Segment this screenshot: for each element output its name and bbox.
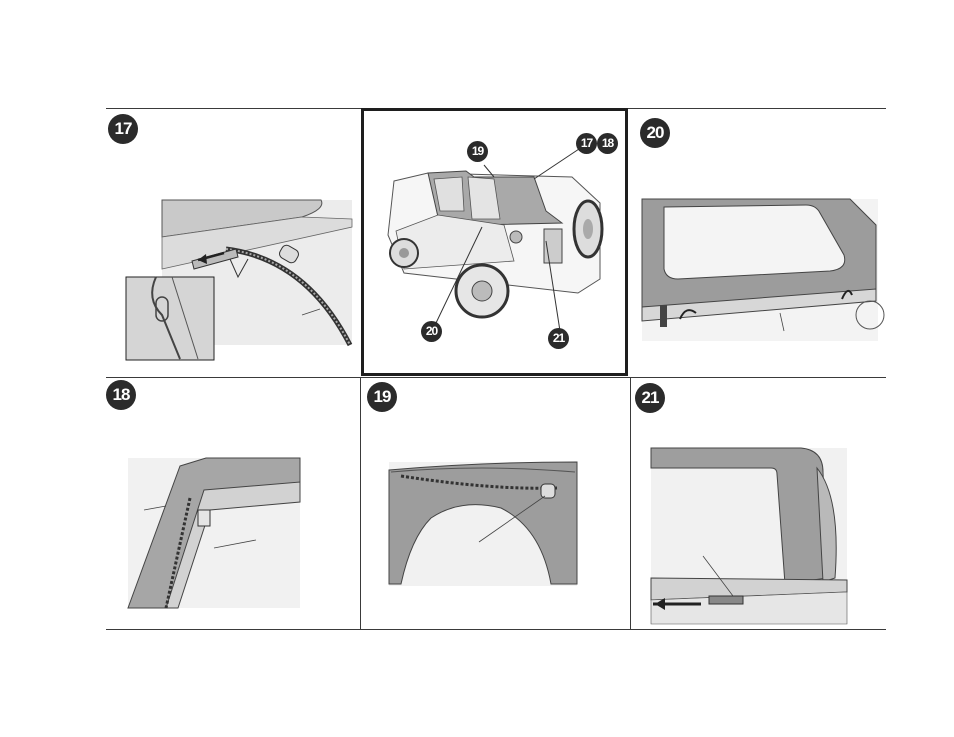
callout-18-badge: 18	[597, 133, 618, 154]
step-17-panel: 17	[106, 109, 360, 377]
callout-17-badge: 17	[576, 133, 597, 154]
step-18-panel: 18	[106, 378, 360, 629]
step-21-illustration	[631, 378, 886, 629]
callout-21-badge: 21	[548, 328, 569, 349]
step-19-illustration	[361, 378, 630, 629]
callout-20-badge: 20	[421, 321, 442, 342]
step-17-illustration	[106, 109, 360, 377]
step-18-illustration	[106, 378, 360, 629]
bottom-rule	[106, 629, 886, 630]
step-20-illustration	[630, 109, 886, 377]
overview-panel: 19 17 18 20 21	[364, 111, 625, 373]
step-19-panel: 19	[361, 378, 630, 629]
step-20-panel: 20	[630, 109, 886, 377]
callout-19-badge: 19	[467, 141, 488, 162]
step-21-panel: 21	[631, 378, 886, 629]
